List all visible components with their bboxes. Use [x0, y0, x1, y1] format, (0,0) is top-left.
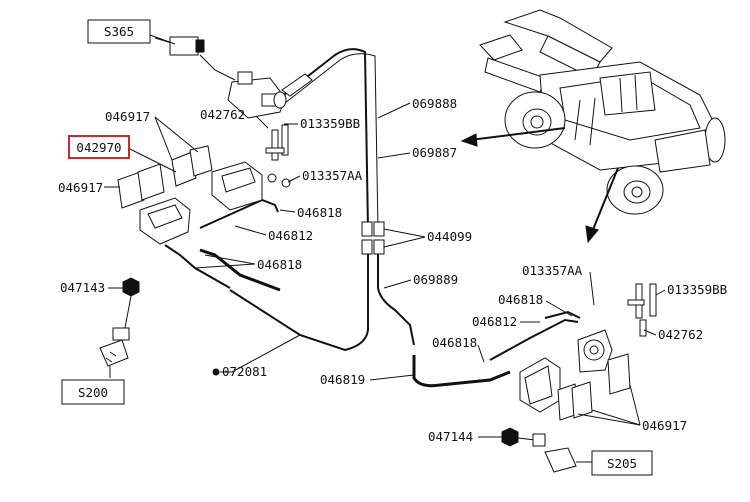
label-069889: 069889 [413, 272, 458, 287]
highlight-box-042970 [68, 135, 130, 159]
label-042970: 042970 [76, 140, 121, 155]
pins-right [627, 283, 657, 337]
label-013359bb-top: 013359BB [300, 116, 360, 131]
label-042762-top: 042762 [200, 107, 245, 122]
sensor-s200 [99, 277, 140, 367]
label-069888: 069888 [412, 96, 457, 111]
s365-box [87, 19, 151, 44]
label-s205: S205 [607, 456, 637, 471]
label-046818-a: 046818 [297, 205, 342, 220]
label-013359bb-right: 013359BB [667, 282, 727, 297]
front-caliper-assembly [117, 145, 291, 245]
label-046812-a: 046812 [268, 228, 313, 243]
pins-top [265, 124, 289, 161]
label-013357aa-top: 013357AA [302, 168, 363, 183]
leader-lines [104, 34, 666, 463]
master-cylinder [227, 71, 313, 119]
label-046917-bottom: 046917 [642, 418, 687, 433]
label-044099: 044099 [427, 229, 472, 244]
s200-box [61, 379, 125, 405]
label-046818-d: 046818 [432, 335, 477, 350]
sensor-s205 [501, 427, 590, 473]
label-013357aa-right: 013357AA [522, 263, 583, 278]
s205-box [591, 450, 653, 476]
label-046818-b: 046818 [257, 257, 302, 272]
vehicle-illustration [479, 9, 726, 215]
label-046917-left: 046917 [58, 180, 103, 195]
label-046812-b: 046812 [472, 314, 517, 329]
label-047144: 047144 [428, 429, 473, 444]
label-046819: 046819 [320, 372, 365, 387]
brake-lines [164, 48, 581, 388]
label-s365: S365 [104, 24, 134, 39]
label-042762-right: 042762 [658, 327, 703, 342]
label-047143: 047143 [60, 280, 105, 295]
rear-caliper-assembly [519, 329, 631, 421]
bullet-072081 [212, 368, 220, 376]
vehicle-arrows [460, 127, 619, 244]
sensor-s365 [154, 36, 236, 81]
couplings-044099 [361, 221, 385, 255]
label-s200: S200 [78, 385, 108, 400]
label-046917-top: 046917 [105, 109, 150, 124]
label-069887: 069887 [412, 145, 457, 160]
label-046818-c: 046818 [498, 292, 543, 307]
label-072081: 072081 [222, 364, 267, 379]
